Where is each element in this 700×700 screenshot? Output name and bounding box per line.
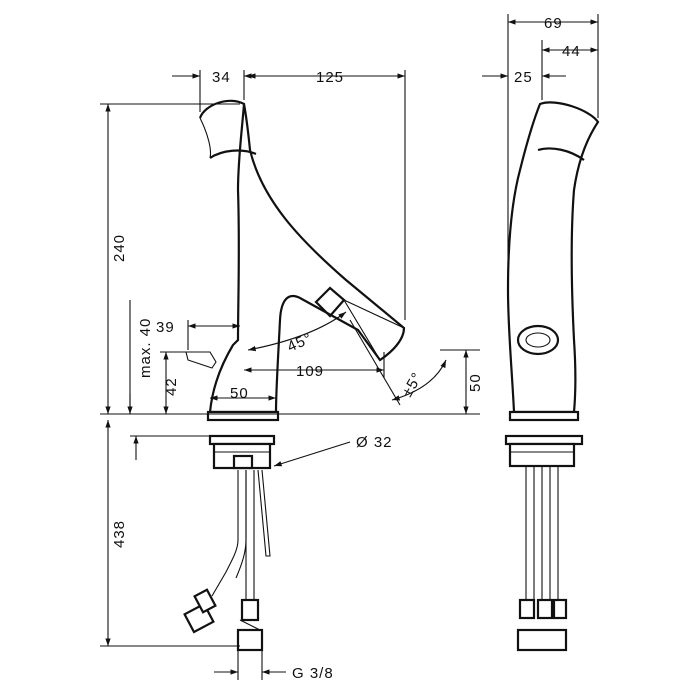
handle-top-edge bbox=[199, 117, 212, 159]
side-hoses bbox=[525, 466, 559, 600]
hose-right bbox=[245, 470, 255, 600]
dim-69-label: 69 bbox=[544, 15, 563, 32]
side-mounting-ring bbox=[504, 434, 584, 446]
side-fitting-1 bbox=[518, 598, 536, 620]
hose-fitting-right bbox=[236, 628, 264, 652]
dim-50-height-label: 50 bbox=[467, 373, 484, 392]
fitting-link bbox=[239, 619, 261, 631]
side-outlet-ring bbox=[516, 324, 560, 356]
handle-band bbox=[209, 149, 257, 159]
shank-block bbox=[232, 454, 254, 470]
spout-outlet bbox=[343, 299, 405, 361]
hose-fitting-right-nut bbox=[240, 598, 260, 622]
front-view-faucet bbox=[183, 99, 406, 652]
dim-34-label: 34 bbox=[212, 69, 231, 86]
hose-left bbox=[211, 470, 247, 597]
dim-240-label: 240 bbox=[111, 234, 128, 262]
dim-45deg-label: 45° bbox=[285, 330, 315, 356]
side-fitting-2 bbox=[536, 598, 554, 620]
side-base-plate bbox=[508, 410, 580, 422]
dim-max40-label: max. 40 bbox=[137, 318, 154, 378]
side-fitting-3 bbox=[552, 598, 568, 620]
side-mounting-nut bbox=[508, 442, 576, 468]
hose-fitting-left-nut bbox=[193, 588, 217, 614]
pop-up-lever bbox=[185, 351, 217, 369]
dim-thread-label: G 3/8 bbox=[292, 665, 334, 682]
mounting-ring bbox=[208, 434, 276, 446]
dim-42-label: 42 bbox=[163, 377, 180, 396]
side-view-faucet bbox=[504, 101, 600, 652]
dim-50-width-label: 50 bbox=[230, 385, 249, 402]
dim-39-label: 39 bbox=[156, 319, 175, 336]
front-dimension-lines bbox=[100, 70, 480, 680]
dim-109-label: 109 bbox=[296, 363, 324, 380]
base-plate bbox=[206, 410, 280, 422]
dim-44-label: 44 bbox=[562, 43, 581, 60]
dim-438-label: 438 bbox=[111, 520, 128, 548]
dim-pm5deg-label: ±5° bbox=[399, 369, 427, 400]
side-fitting-bottom bbox=[516, 628, 568, 652]
pop-up-rod bbox=[257, 469, 271, 557]
dim-diameter-32-label: Ø 32 bbox=[356, 434, 393, 451]
dim-125-label: 125 bbox=[316, 69, 344, 86]
side-dimension-lines bbox=[482, 14, 599, 300]
dim-25-label: 25 bbox=[514, 69, 533, 86]
side-outlet-inner bbox=[525, 332, 551, 348]
side-handle-band bbox=[537, 147, 585, 161]
